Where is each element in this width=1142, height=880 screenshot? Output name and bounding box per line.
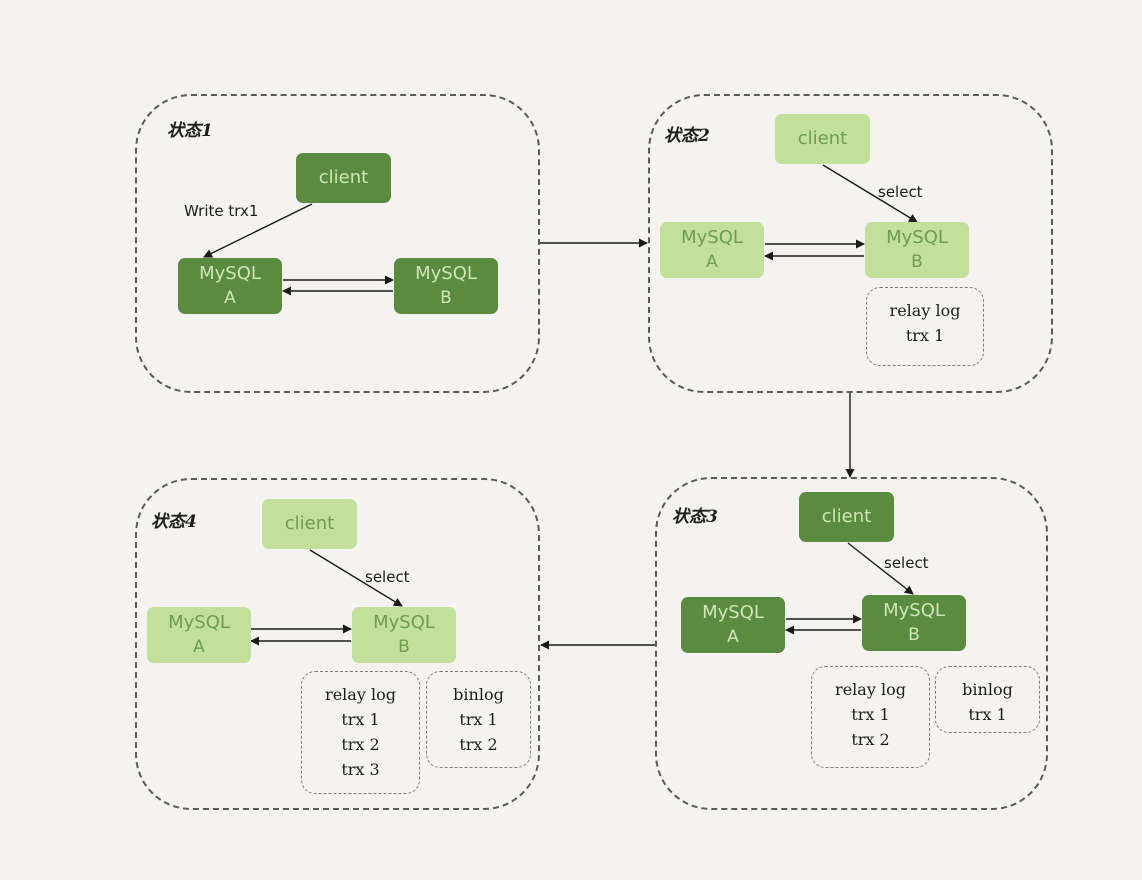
mysql-sub: A [193, 636, 205, 657]
mysql-name: MySQL [415, 263, 477, 285]
state-3-mysql-b-node: MySQL B [862, 595, 966, 651]
state-3-title: 状态3 [672, 507, 718, 527]
mysql-name: MySQL [199, 263, 261, 285]
state-2-edge-label: select [878, 183, 923, 201]
state-3-panel [655, 477, 1048, 810]
mysql-name: MySQL [886, 227, 948, 249]
state-1-edge-label: Write trx1 [184, 202, 259, 220]
relay-log-item: trx 1 [851, 705, 890, 724]
state-3-client-node: client [799, 492, 894, 542]
client-label: client [821, 505, 872, 527]
binlog-title: binlog [962, 680, 1013, 699]
state-2-title: 状态2 [664, 126, 710, 146]
client-label: client [318, 166, 369, 188]
state-1-mysql-a-node: MySQL A [178, 258, 282, 314]
client-label: client [284, 512, 335, 534]
relay-log-title: relay log [889, 301, 961, 320]
relay-log-item: trx 1 [341, 710, 380, 729]
binlog-item: trx 1 [459, 710, 498, 729]
state-1-mysql-b-node: MySQL B [394, 258, 498, 314]
binlog-item: trx 1 [968, 705, 1007, 724]
mysql-name: MySQL [373, 612, 435, 634]
mysql-name: MySQL [883, 600, 945, 622]
state-4-mysql-b-node: MySQL B [352, 607, 456, 663]
state-2-panel [648, 94, 1053, 393]
client-label: client [797, 127, 848, 149]
relay-log-title: relay log [325, 685, 396, 704]
state-2-mysql-b-node: MySQL B [865, 222, 969, 278]
binlog-item: trx 2 [459, 735, 498, 754]
relay-log-item: trx 3 [341, 760, 380, 779]
state-4-relay-log-box: relay log trx 1 trx 2 trx 3 [301, 671, 420, 794]
mysql-sub: A [224, 287, 236, 308]
relay-log-item: trx 1 [905, 326, 945, 345]
state-3-relay-log-box: relay log trx 1 trx 2 [811, 666, 930, 768]
mysql-name: MySQL [702, 602, 764, 624]
mysql-name: MySQL [168, 612, 230, 634]
mysql-name: MySQL [681, 227, 743, 249]
mysql-sub: B [908, 624, 920, 645]
relay-log-item: trx 2 [341, 735, 380, 754]
state-4-binlog-box: binlog trx 1 trx 2 [426, 671, 531, 768]
mysql-sub: B [440, 287, 452, 308]
state-1-client-node: client [296, 153, 391, 203]
state-1-panel [135, 94, 540, 393]
state-4-panel [135, 478, 540, 810]
state-2-client-node: client [775, 114, 870, 164]
state-3-edge-label: select [884, 554, 929, 572]
state-1-title: 状态1 [167, 121, 213, 141]
mysql-sub: B [911, 251, 923, 272]
state-4-edge-label: select [365, 568, 410, 586]
state-2-mysql-a-node: MySQL A [660, 222, 764, 278]
state-3-binlog-box: binlog trx 1 [935, 666, 1040, 733]
relay-log-title: relay log [835, 680, 906, 699]
state-4-title: 状态4 [151, 512, 197, 532]
relay-log-item: trx 2 [851, 730, 890, 749]
state-3-mysql-a-node: MySQL A [681, 597, 785, 653]
state-2-relay-log-box: relay log trx 1 [866, 287, 984, 366]
mysql-sub: B [398, 636, 410, 657]
state-4-client-node: client [262, 499, 357, 549]
binlog-title: binlog [453, 685, 504, 704]
mysql-sub: A [727, 626, 739, 647]
state-4-mysql-a-node: MySQL A [147, 607, 251, 663]
mysql-sub: A [706, 251, 718, 272]
